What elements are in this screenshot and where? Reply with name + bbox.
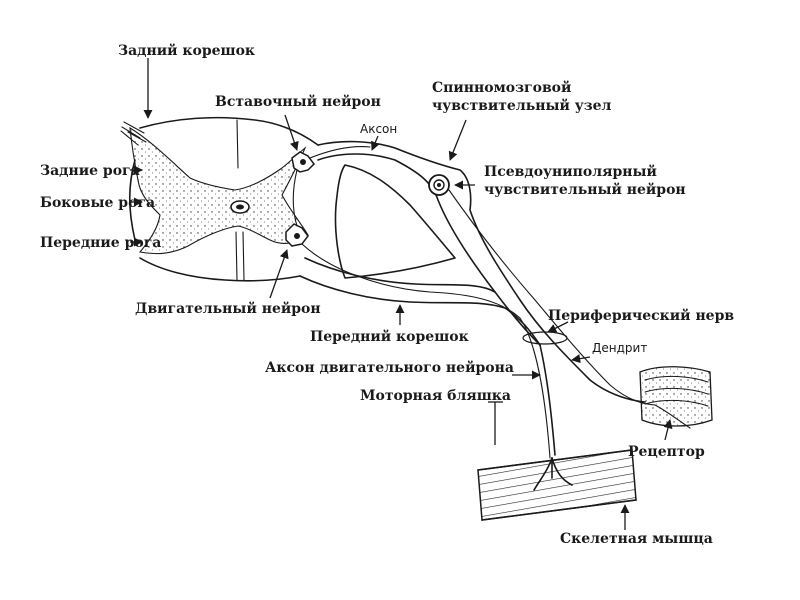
label-posterior-root: Задний корешок	[118, 42, 255, 59]
label-receptor: Рецептор	[628, 444, 705, 460]
label-skeletal-muscle: Скелетная мышца	[560, 531, 713, 547]
white-matter-loop	[334, 164, 456, 279]
label-motor-neuron-axon: Аксон двигательного нейрона	[265, 359, 514, 376]
label-anterior-horns: Передние рога	[40, 235, 161, 251]
label-axon: Аксон	[360, 122, 397, 136]
nerve-outline	[299, 140, 646, 456]
label-motor-neuron: Двигательный нейрон	[135, 300, 321, 317]
label-dendrite: Дендрит	[592, 341, 647, 355]
label-spinal-ganglion-line2: чувствительный узел	[432, 97, 612, 114]
posterior-root-fibers	[120, 121, 147, 146]
motor-axon-fiber	[301, 243, 551, 459]
motor-neuron-cell	[285, 169, 309, 247]
skeletal-muscle	[477, 449, 637, 521]
receptor-organ	[639, 366, 713, 429]
label-lateral-horns: Боковые рога	[40, 195, 155, 211]
label-pseudounipolar-line2: чувствительный нейрон	[484, 181, 686, 198]
label-interneuron: Вставочный нейрон	[215, 93, 381, 110]
label-spinal-ganglion-line1: Спинномозговой	[432, 79, 571, 96]
label-motor-plaque: Моторная бляшка	[360, 388, 511, 404]
interneuron-cell	[291, 146, 371, 173]
dendrite-fiber	[448, 189, 656, 406]
label-pseudounipolar-line1: Псевдоуниполярный	[484, 163, 657, 180]
label-posterior-horns: Задние рога	[40, 163, 140, 179]
peripheral-nerve-ring	[522, 331, 568, 345]
spinal-cord	[128, 116, 319, 282]
central-canal	[230, 200, 250, 214]
pointer-arrows	[130, 58, 673, 530]
label-peripheral-nerve: Периферический нерв	[548, 307, 734, 324]
pseudounipolar-neuron-cell	[428, 174, 450, 196]
label-anterior-root: Передний корешок	[310, 328, 469, 345]
